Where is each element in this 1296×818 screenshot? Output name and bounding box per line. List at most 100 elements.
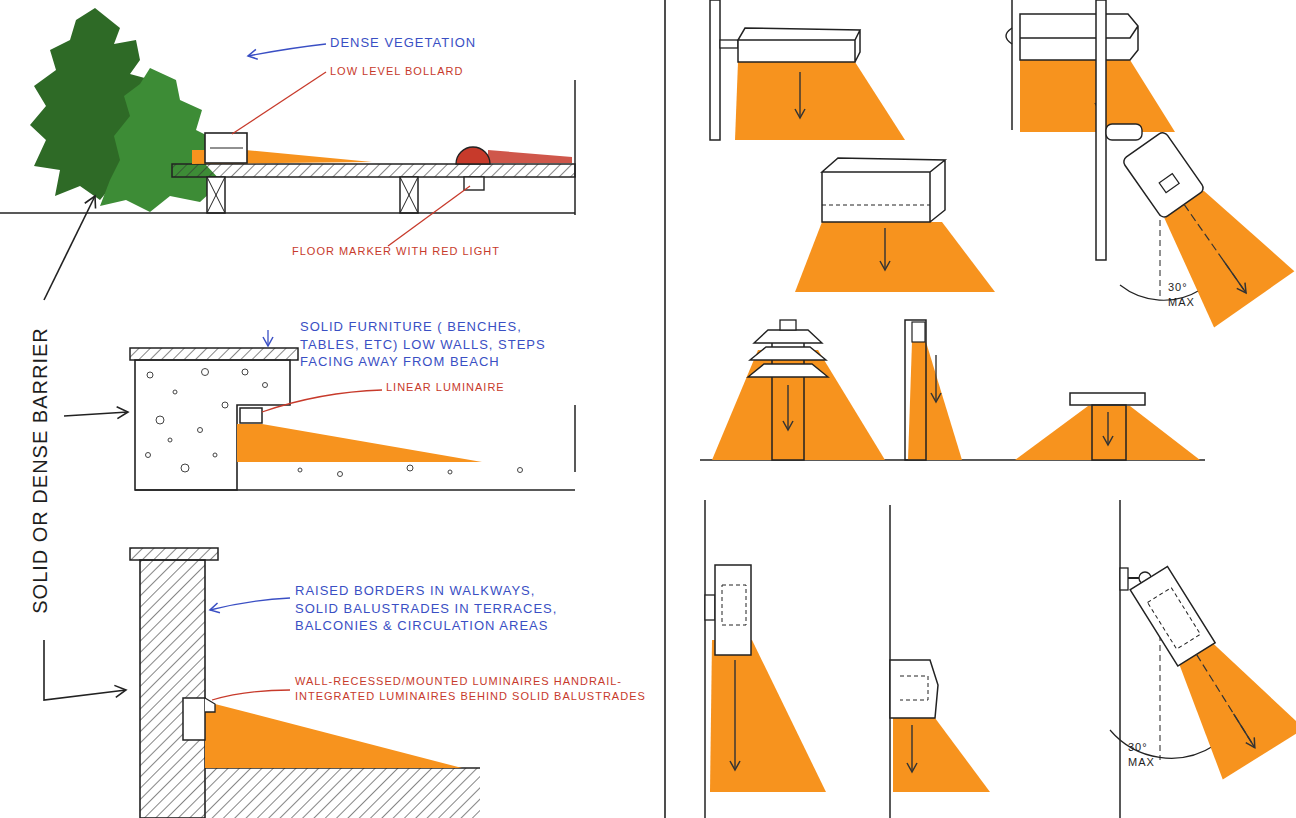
mushroom-bollard <box>1015 393 1200 460</box>
bollard-leader <box>232 72 326 134</box>
callout-note: FLOOR MARKER WITH RED LIGHT <box>292 244 572 259</box>
wall-downlight <box>705 500 826 818</box>
aggregate-dot <box>146 453 151 458</box>
bollard-lens <box>210 148 243 149</box>
pole-box-luminaire <box>710 0 905 140</box>
wall-luminaire <box>183 698 205 740</box>
callout-note: LINEAR LUMINAIRE <box>386 380 586 395</box>
post-head <box>912 322 925 342</box>
wall-box-luminaire <box>1006 0 1175 132</box>
aggregate-dot <box>202 369 209 376</box>
wall-luminaire-leader <box>212 690 290 700</box>
aggregate-dot <box>198 428 203 433</box>
wall-line <box>574 405 576 472</box>
floor-slab <box>205 768 480 818</box>
wall-line <box>704 500 706 818</box>
fixture-box <box>738 28 860 62</box>
pole <box>1011 0 1013 130</box>
deck-support <box>207 177 225 213</box>
wall-angled-light <box>890 505 990 818</box>
furniture-scene <box>130 330 575 490</box>
arm <box>1128 577 1140 579</box>
arm <box>1106 124 1142 140</box>
barrier-heading: SOLID OR DENSE BARRIER <box>27 305 54 635</box>
red-light-glow <box>488 150 572 163</box>
surface-box-luminaire <box>795 158 995 292</box>
bollard-top <box>780 320 796 330</box>
pebble <box>298 468 302 472</box>
deck-support-cross <box>207 177 225 213</box>
aggregate-dot <box>213 453 217 457</box>
spotlight-inner <box>1148 588 1201 649</box>
angle-arc <box>1110 730 1215 758</box>
spotlight <box>1105 116 1294 328</box>
aggregate-dot <box>181 464 189 472</box>
slim-post-luminaire <box>905 320 962 460</box>
aggregate-dot <box>147 372 153 378</box>
linear-light-beam <box>237 424 482 462</box>
tilted-pole-spotlight <box>1096 0 1294 327</box>
light-direction-arrow <box>787 385 788 430</box>
aggregate-dot <box>156 416 164 424</box>
barrier-arrow <box>64 412 128 416</box>
louver-cap <box>750 347 826 360</box>
callout-note: LOW LEVEL BOLLARD <box>330 64 550 79</box>
light-beam <box>893 718 990 792</box>
light-direction-arrow <box>1223 260 1246 293</box>
hatched-wall <box>140 560 205 818</box>
wall-line <box>1119 500 1121 818</box>
light-beam <box>712 350 885 460</box>
wall-line <box>574 80 576 215</box>
callout-note: SOLID FURNITURE ( BENCHES, TABLES, ETC) … <box>300 318 585 371</box>
vegetation-scene <box>0 8 575 246</box>
mushroom-stem <box>1092 405 1126 460</box>
light-tree <box>100 68 222 212</box>
light-direction-arrow <box>1234 714 1255 748</box>
light-direction-arrow <box>884 228 885 270</box>
arm <box>720 40 738 48</box>
floor-marker-leader <box>388 186 470 246</box>
callout-note: DENSE VEGETATION <box>330 34 590 52</box>
pole <box>710 0 720 140</box>
louver-cap <box>754 330 822 343</box>
barrier-arrow <box>44 640 126 700</box>
deck-support <box>400 177 418 213</box>
light-beam <box>795 222 995 292</box>
linear-leader <box>262 390 382 412</box>
bench-top <box>130 348 298 360</box>
barrier-arrow <box>44 196 95 300</box>
fixture-body <box>890 660 938 718</box>
ground-pebbles <box>298 465 523 477</box>
pebble <box>407 465 413 471</box>
ground-line <box>135 489 575 491</box>
bracket <box>1006 28 1012 44</box>
mushroom-cap <box>1070 393 1145 405</box>
louver-cap <box>748 364 828 377</box>
post <box>905 320 926 460</box>
callout-note: RAISED BORDERS IN WALKWAYS, SOLID BALUST… <box>295 582 580 635</box>
beam-axis <box>1184 204 1246 292</box>
light-direction-arrow <box>799 72 800 118</box>
angle-note: 30° MAX <box>1168 280 1208 310</box>
aggregate-dot <box>222 402 228 408</box>
aggregate-dot <box>173 390 177 394</box>
angle-note: 30° MAX <box>1128 740 1168 770</box>
fixture-seam <box>822 205 930 206</box>
floor-marker-dome <box>456 147 490 164</box>
balustrade-leader <box>210 598 290 610</box>
vegetation-leader <box>248 44 326 56</box>
callout-note: WALL-RECESSED/MOUNTED LUMINAIRES HANDRAI… <box>295 674 650 704</box>
light-direction-arrow <box>1107 412 1108 445</box>
pole <box>1096 0 1106 260</box>
panel-divider <box>664 0 666 818</box>
aggregate-dot <box>263 383 268 388</box>
barrier-arrows <box>44 196 128 700</box>
deck-board <box>172 164 575 177</box>
wall-light-beam <box>205 704 462 768</box>
low-level-bollard <box>205 133 247 163</box>
fixture-inner <box>722 585 746 625</box>
wall-plate <box>1120 568 1128 590</box>
fixture-inner <box>900 676 928 700</box>
deck-support-cross <box>400 177 418 213</box>
pebble <box>448 470 452 474</box>
